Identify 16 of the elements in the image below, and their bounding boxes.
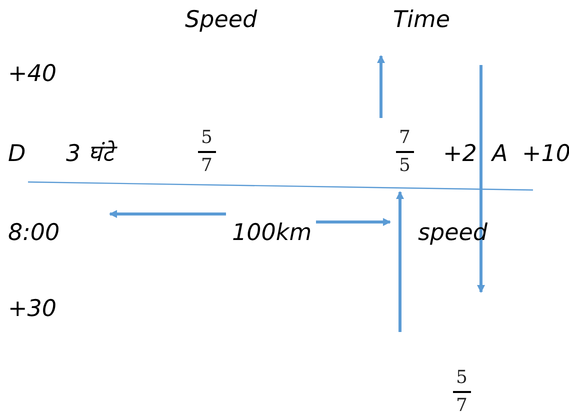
handwritten-label: 8:00 bbox=[8, 219, 60, 247]
handwritten-label: A bbox=[492, 140, 508, 168]
handwritten-label: +40 bbox=[8, 60, 57, 88]
fraction-numerator: 5 bbox=[201, 127, 212, 149]
handwritten-label: Speed bbox=[185, 6, 258, 34]
handwritten-label: 100km bbox=[232, 219, 312, 247]
fraction-denominator: 7 bbox=[456, 395, 468, 417]
fraction-denominator: 7 bbox=[201, 155, 212, 177]
handwritten-label: Time bbox=[393, 6, 450, 34]
handwritten-label: +30 bbox=[8, 295, 57, 323]
handwritten-label: +2 bbox=[443, 140, 477, 168]
fraction-numerator: 5 bbox=[456, 367, 468, 389]
fraction-denominator: 5 bbox=[399, 155, 410, 177]
handwritten-label: +10 bbox=[522, 140, 569, 168]
fraction-numerator: 7 bbox=[399, 127, 410, 149]
handwritten-label: D bbox=[8, 140, 26, 168]
